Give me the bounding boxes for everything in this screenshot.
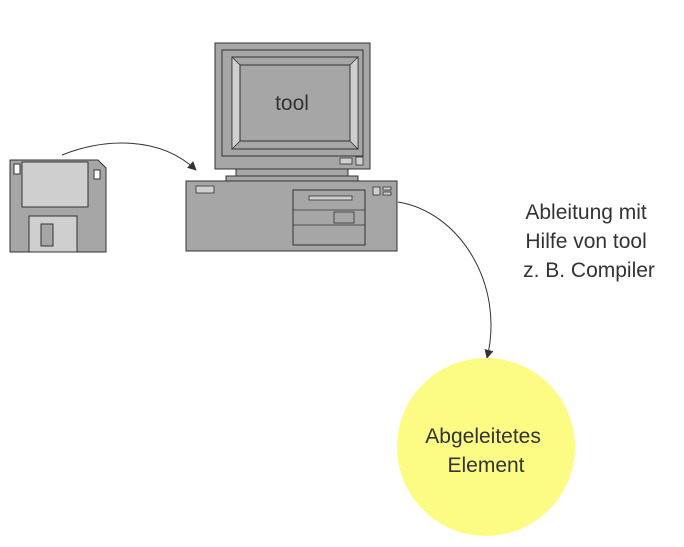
monitor-stand: [225, 168, 359, 182]
annotation-line-1: Ableitung mit: [525, 201, 647, 224]
derived-element-label: Abgeleitetes Element: [425, 425, 546, 477]
result-line-2: Element: [447, 454, 524, 477]
monitor-label: tool: [275, 92, 309, 115]
annotation-line-2: Hilfe von tool: [525, 230, 646, 253]
arrow-floppy-to-computer: [61, 142, 197, 171]
derivation-annotation: Ableitung mit Hilfe von tool z. B. Compi…: [523, 201, 655, 282]
computer-monitor-icon: [214, 42, 371, 170]
annotation-line-3: z. B. Compiler: [523, 259, 655, 282]
result-line-1: Abgeleitetes: [425, 425, 541, 448]
floppy-disk-icon: [9, 159, 107, 253]
derived-element-circle: [397, 358, 575, 536]
arrow-computer-to-element: [397, 201, 494, 359]
computer-case-icon: [185, 180, 398, 252]
